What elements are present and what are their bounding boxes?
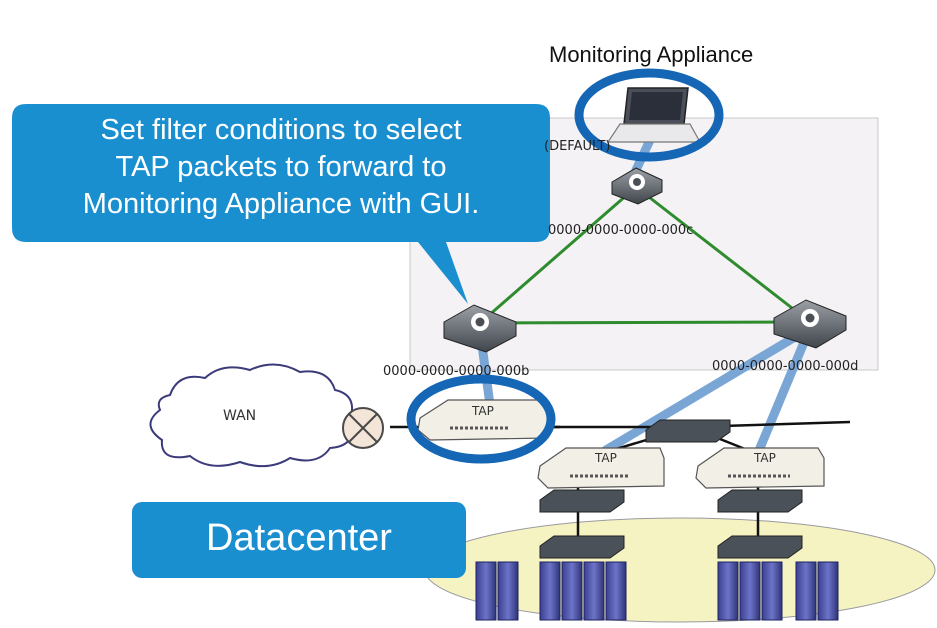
controller-label: (DEFAULT) bbox=[544, 139, 611, 154]
switch-id-right: 0000-0000-0000-000d bbox=[712, 359, 859, 374]
tap-label: TAP bbox=[754, 451, 776, 465]
callout-text: Set filter conditions to select TAP pack… bbox=[26, 112, 536, 223]
mesh-links bbox=[479, 185, 811, 325]
tap-label: TAP bbox=[472, 404, 494, 418]
laptop-icon bbox=[606, 87, 702, 143]
openflow-switch-icon bbox=[773, 299, 847, 349]
datacenter-badge bbox=[132, 502, 466, 578]
network-switch-icon bbox=[645, 419, 731, 443]
switch-id-top: 0000-0000-0000-000c bbox=[548, 223, 694, 238]
callout-line: TAP packets to forward to bbox=[115, 151, 447, 183]
diagram-title: Monitoring Appliance bbox=[549, 42, 754, 67]
callout-bubble bbox=[12, 104, 550, 304]
tap-device-icon bbox=[537, 447, 665, 489]
openflow-switch-icon bbox=[443, 304, 517, 353]
network-switch-icon bbox=[539, 489, 625, 513]
tap-highlight bbox=[406, 374, 556, 464]
switch-id-left: 0000-0000-0000-000b bbox=[383, 364, 530, 379]
network-switch-icon bbox=[717, 489, 803, 513]
tap-device-icon bbox=[695, 447, 825, 489]
datacenter-label: Datacenter bbox=[206, 517, 392, 559]
tap-label: TAP bbox=[595, 451, 617, 465]
openflow-switch-icon bbox=[611, 167, 663, 205]
network-switch-icon bbox=[539, 535, 625, 559]
server-icon bbox=[475, 561, 839, 621]
wan-label: WAN bbox=[223, 408, 257, 424]
wan-cloud-icon bbox=[149, 363, 354, 468]
router-icon bbox=[342, 407, 384, 449]
callout-line: Monitoring Appliance with GUI. bbox=[82, 188, 480, 220]
network-switch-icon bbox=[717, 535, 803, 559]
callout-line: Set filter conditions to select bbox=[100, 114, 462, 146]
monitoring-appliance-highlight bbox=[574, 68, 724, 162]
